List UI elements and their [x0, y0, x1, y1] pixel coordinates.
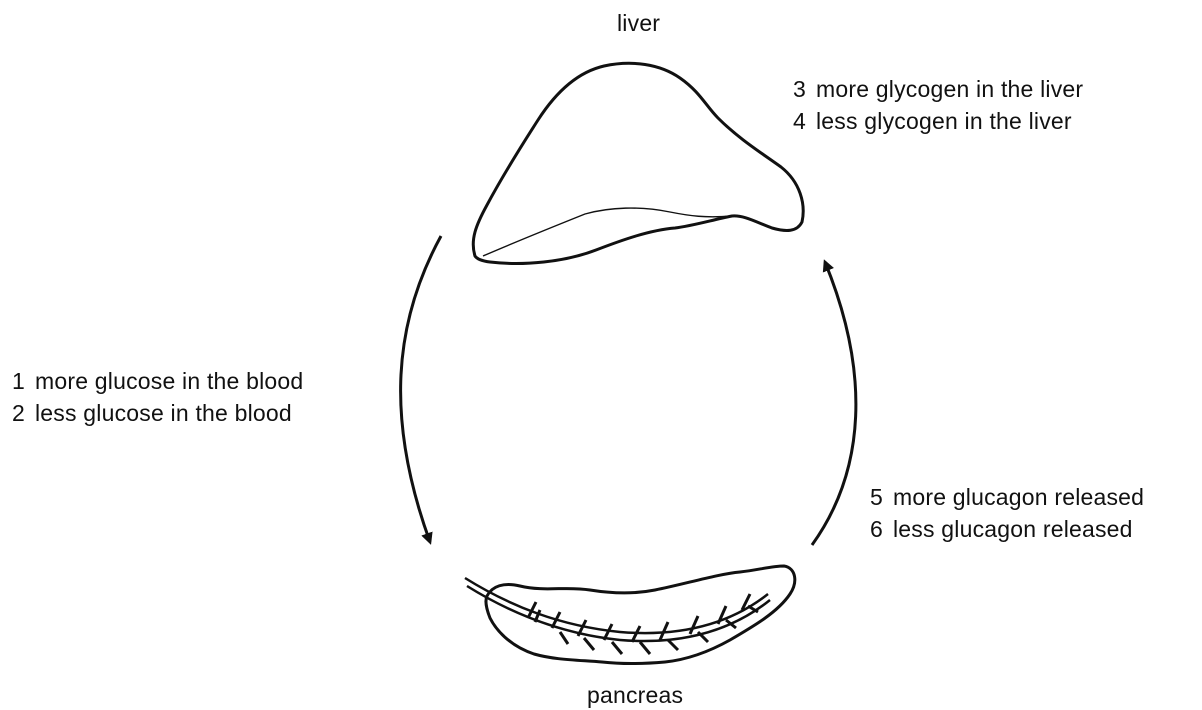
liver-illustration: [473, 63, 803, 263]
pancreatic-duct-upper: [465, 578, 768, 633]
option-3-text: more glycogen in the liver: [816, 76, 1083, 102]
option-2: 2 less glucose in the blood: [12, 398, 292, 428]
option-5-number: 5: [870, 482, 883, 512]
left-cycle-arrow: [401, 236, 441, 542]
option-3-number: 3: [793, 74, 806, 104]
pancreas-label: pancreas: [587, 680, 683, 710]
option-2-number: 2: [12, 398, 25, 428]
option-2-text: less glucose in the blood: [35, 400, 292, 426]
liver-label: liver: [617, 8, 660, 38]
option-4-number: 4: [793, 106, 806, 136]
option-5-text: more glucagon released: [893, 484, 1144, 510]
option-1: 1 more glucose in the blood: [12, 366, 303, 396]
option-6: 6 less glucagon released: [870, 514, 1133, 544]
right-cycle-arrow: [812, 262, 856, 545]
option-6-text: less glucagon released: [893, 516, 1133, 542]
option-1-text: more glucose in the blood: [35, 368, 303, 394]
option-4-text: less glycogen in the liver: [816, 108, 1072, 134]
pancreas-illustration: [465, 566, 795, 664]
option-3: 3 more glycogen in the liver: [793, 74, 1083, 104]
option-6-number: 6: [870, 514, 883, 544]
option-5: 5 more glucagon released: [870, 482, 1144, 512]
liver-outline: [473, 63, 803, 263]
option-4: 4 less glycogen in the liver: [793, 106, 1072, 136]
liver-inner-fold: [483, 208, 732, 256]
option-1-number: 1: [12, 366, 25, 396]
